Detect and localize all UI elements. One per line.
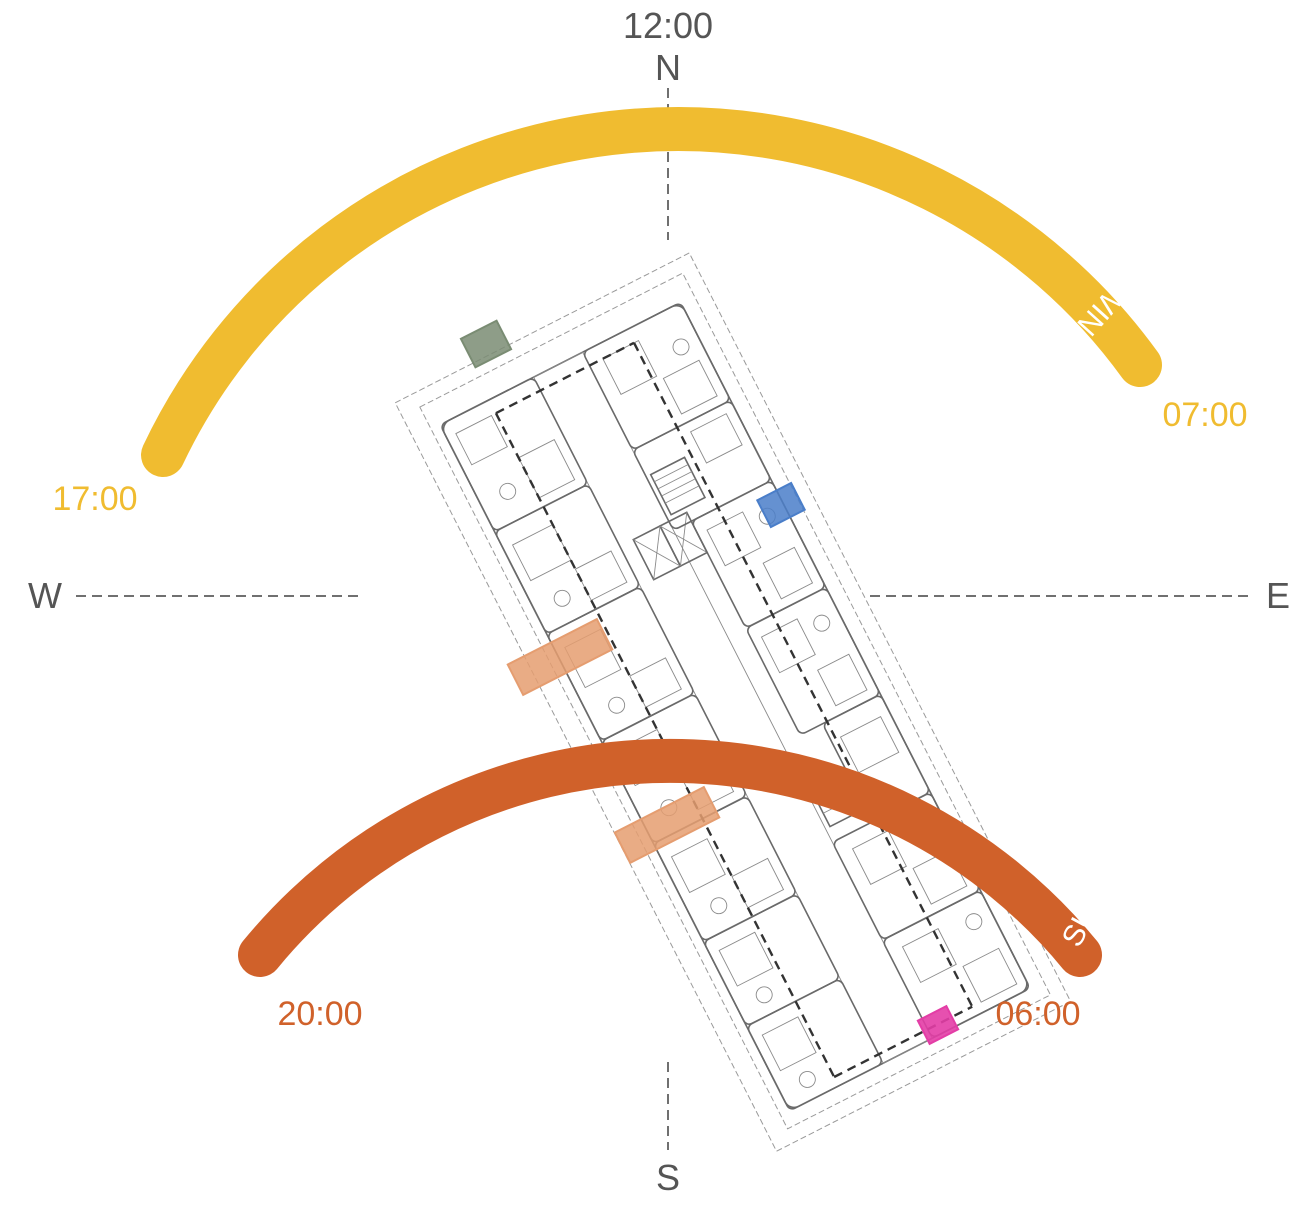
highlight-markers [459,319,960,1046]
winter-sun-path-arc [141,107,1162,477]
north-label: N [655,47,681,88]
winter-sunset-label: 17:00 [52,480,137,518]
east-label: E [1266,575,1290,616]
summer-sunset-label: 20:00 [277,995,362,1033]
building-outline [442,304,1028,1109]
south-label: S [656,1157,680,1198]
labels: 12:00 N S W E 07:00 17:00 06:00 20:00 WI… [28,5,1290,1198]
sun-paths [141,107,1162,977]
blue-marker [755,481,807,529]
west-label: W [28,575,62,616]
east-apartments [583,303,1029,1037]
building-floor-plan [394,252,1072,1152]
orange-marker-upper [506,617,614,697]
circulation-routes [494,341,974,1079]
compass-axes [76,88,1250,1150]
magenta-marker [916,1004,960,1046]
winter-sunrise-label: 07:00 [1162,396,1247,434]
site-boundary-inner [419,272,1052,1130]
site-boundary [394,252,1072,1152]
noon-time-label: 12:00 [623,5,713,46]
summer-path-label: SUMMER [1056,819,1148,952]
green-marker [459,319,513,369]
summer-sunrise-label: 06:00 [995,995,1080,1033]
summer-sun-path-arc [238,738,1102,977]
orange-marker-lower [613,785,721,865]
